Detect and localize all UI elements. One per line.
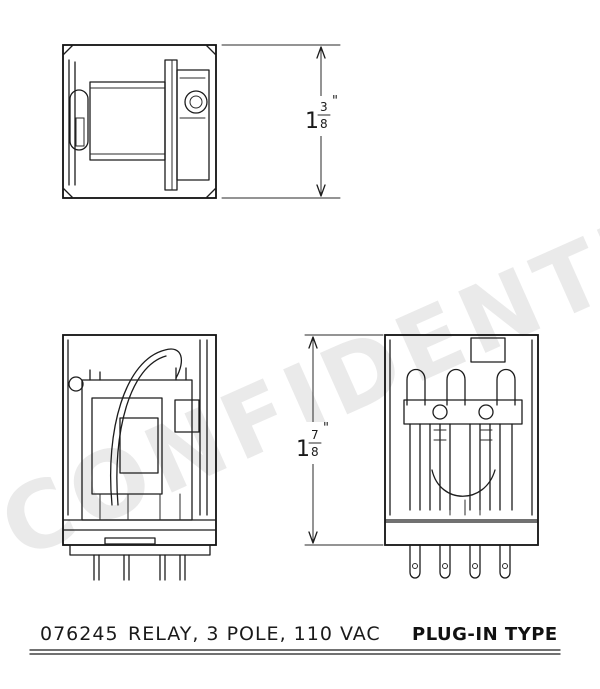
armature-hole-left xyxy=(432,404,448,420)
side-plug-base xyxy=(69,544,211,556)
top-height-dimension: 1 3 8 " xyxy=(221,44,344,199)
side-top-posts xyxy=(89,367,187,381)
front-view xyxy=(384,334,539,579)
pin-hole-3 xyxy=(472,563,478,569)
side-coil xyxy=(91,397,163,495)
side-pins xyxy=(93,554,186,581)
part-description: RELAY, 3 POLE, 110 VAC xyxy=(128,623,381,645)
side-dim-numerator: 7 xyxy=(311,428,319,442)
top-dim-unit: " xyxy=(332,94,338,109)
top-dim-numerator: 3 xyxy=(320,100,328,114)
title-block: 076245 RELAY, 3 POLE, 110 VAC PLUG-IN TY… xyxy=(29,623,561,655)
front-pin-1 xyxy=(409,544,421,579)
coil-body xyxy=(89,81,166,161)
contact-finger-1 xyxy=(406,368,426,406)
pin-hole-2 xyxy=(442,563,448,569)
dimension-label-bg xyxy=(300,96,344,136)
extension-lines xyxy=(221,44,341,199)
top-view xyxy=(62,44,217,199)
coil-curve xyxy=(431,469,496,497)
side-armature xyxy=(174,399,200,433)
contact-finger-3 xyxy=(496,368,516,406)
side-view xyxy=(62,334,217,581)
contact-finger-2 xyxy=(446,368,466,406)
front-pin-3 xyxy=(469,544,481,579)
armature-plate xyxy=(164,59,178,191)
side-dim-denominator: 8 xyxy=(311,445,319,459)
coil-wire-inner xyxy=(116,355,167,506)
top-view-outline xyxy=(62,44,217,199)
coil-terminal xyxy=(69,89,89,151)
side-key xyxy=(104,537,156,545)
pin-hole-4 xyxy=(502,563,508,569)
coil-lines xyxy=(89,87,166,155)
contact-block xyxy=(176,69,210,181)
confidential-watermark: CONFIDENTIAL xyxy=(0,143,600,580)
front-frame-lines xyxy=(384,339,539,521)
front-plug-base xyxy=(384,521,539,546)
armature-bar xyxy=(403,399,523,425)
side-indicator xyxy=(68,376,84,392)
side-dimension-arrows xyxy=(308,336,318,544)
part-type: PLUG-IN TYPE xyxy=(412,624,558,645)
side-dim-unit: " xyxy=(323,421,329,436)
left-frame-lines xyxy=(68,59,76,186)
front-top-tab xyxy=(470,337,506,363)
side-core xyxy=(119,417,159,474)
top-dim-denominator: 8 xyxy=(320,117,328,131)
mount-hole xyxy=(184,90,208,114)
coil-wire xyxy=(109,348,183,506)
contact-blades xyxy=(409,423,513,511)
watermark-text: CONFIDENTIAL xyxy=(0,143,600,580)
blade-rivets xyxy=(433,429,493,441)
side-height-dimension: 1 7 8 " xyxy=(292,334,384,546)
front-pin-4 xyxy=(499,544,511,579)
pin-hole-1 xyxy=(412,563,418,569)
armature-hole-right xyxy=(478,404,494,420)
coil-terminal-slot xyxy=(75,117,85,147)
mount-hole-inner xyxy=(189,95,203,109)
coil-curve-ticks xyxy=(449,499,481,516)
front-pin-2 xyxy=(439,544,451,579)
side-extension-lines xyxy=(304,334,384,546)
side-internal-blades xyxy=(99,493,181,521)
side-dim-whole: 1 xyxy=(296,437,310,462)
corner-chamfers xyxy=(62,44,217,199)
dimension-arrows xyxy=(316,46,326,197)
side-frame-lines xyxy=(67,339,208,516)
part-number: 076245 xyxy=(40,623,119,645)
top-dim-whole: 1 xyxy=(305,109,319,134)
contact-block-lines xyxy=(171,59,206,191)
